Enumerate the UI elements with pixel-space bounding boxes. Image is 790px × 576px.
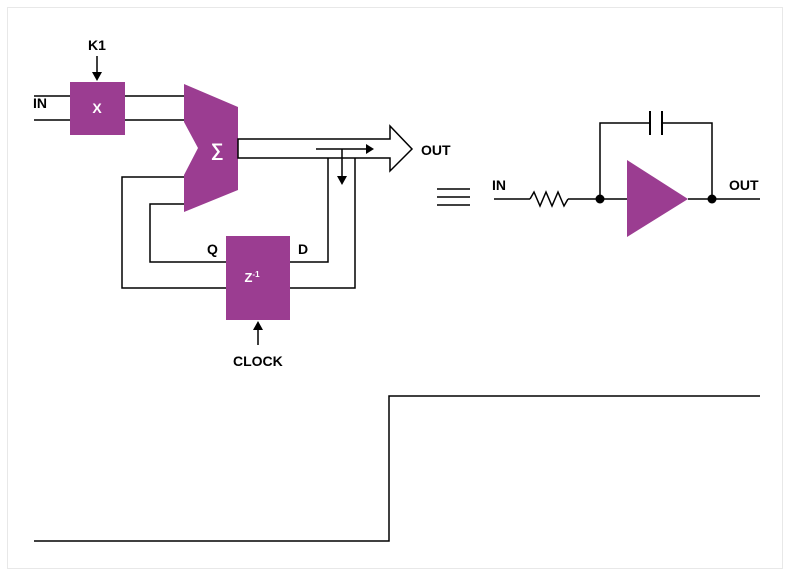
tap-arrowhead-down xyxy=(337,176,347,185)
multiplier-block xyxy=(70,82,125,135)
feedback-right-wire xyxy=(662,122,713,199)
d-label: D xyxy=(298,241,308,257)
k1-arrowhead xyxy=(92,72,102,81)
delay-block xyxy=(226,236,290,320)
tap-arrowhead-right xyxy=(366,144,374,154)
out-label: OUT xyxy=(421,142,451,158)
clock-label: CLOCK xyxy=(233,353,283,369)
analog-out-label: OUT xyxy=(729,177,759,193)
output-node xyxy=(707,194,717,204)
in-label: IN xyxy=(33,95,47,111)
feedback-to-d-inner xyxy=(290,158,329,263)
q-to-adder-inner xyxy=(149,203,226,263)
feedback-left-wire xyxy=(599,122,650,199)
step-waveform xyxy=(34,395,760,542)
equivalence-symbol xyxy=(437,188,470,206)
multiplier-symbol: X xyxy=(92,100,102,116)
opamp-icon xyxy=(627,160,688,237)
delay-symbol: Z-1 xyxy=(244,270,260,285)
analog-in-label: IN xyxy=(492,177,506,193)
analog-integrator: IN OUT xyxy=(492,111,760,237)
resistor-icon xyxy=(529,190,569,208)
output-bus-arrow xyxy=(237,124,414,173)
k1-label: K1 xyxy=(88,37,106,53)
diagram-frame xyxy=(7,7,783,569)
q-label: Q xyxy=(207,241,218,257)
feedback-to-d-outer xyxy=(290,158,356,289)
clock-arrowhead xyxy=(253,321,263,330)
digital-integrator: K1 IN X ∑ OUT Z-1 Q D xyxy=(33,37,451,369)
q-to-adder-outer xyxy=(121,176,226,289)
adder-symbol: ∑ xyxy=(211,140,224,160)
adder-block xyxy=(184,84,238,212)
